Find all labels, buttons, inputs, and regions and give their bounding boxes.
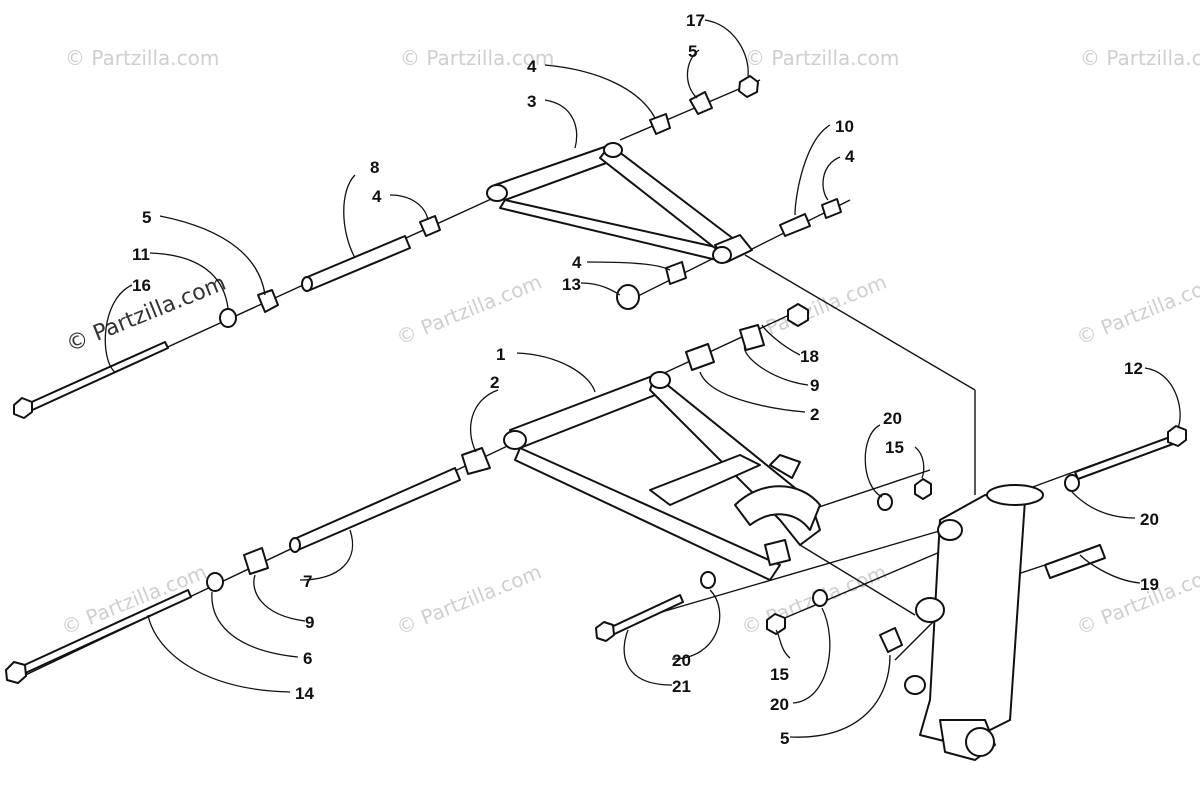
callout-5: 5 bbox=[142, 208, 151, 227]
washer-20-c bbox=[812, 589, 828, 607]
watermark: © Partzilla.com bbox=[1073, 270, 1200, 350]
bushing-4-b bbox=[649, 113, 671, 135]
callout-19: 19 bbox=[1140, 575, 1159, 594]
bolt-21 bbox=[604, 594, 684, 638]
pin-19 bbox=[1044, 544, 1106, 579]
callout-18: 18 bbox=[800, 347, 819, 366]
callout-15: 15 bbox=[885, 438, 904, 457]
callout-11: 11 bbox=[132, 245, 150, 264]
bushing-2-upper bbox=[685, 343, 715, 371]
bushing-4-a bbox=[419, 215, 441, 237]
callout-9: 9 bbox=[810, 376, 819, 395]
callout-9: 9 bbox=[305, 613, 314, 632]
washer-20-b bbox=[877, 493, 893, 511]
leader-lines bbox=[104, 19, 1181, 738]
callout-4: 4 bbox=[372, 187, 382, 206]
sleeve-10 bbox=[779, 213, 811, 237]
watermark: © Partzilla.com bbox=[65, 46, 219, 70]
callout-7: 7 bbox=[303, 572, 312, 591]
callout-14: 14 bbox=[295, 684, 314, 703]
callout-12: 12 bbox=[1124, 359, 1143, 378]
bushing-9-upper bbox=[739, 324, 765, 351]
lower-a-arm bbox=[503, 371, 821, 581]
callout-13: 13 bbox=[562, 275, 581, 294]
callouts: 1 2 2 3 4 4 4 4 5 5 5 6 7 8 9 9 10 11 12… bbox=[132, 11, 1159, 748]
callout-20: 20 bbox=[883, 409, 902, 428]
watermark: © Partzilla.com bbox=[400, 46, 554, 70]
callout-3: 3 bbox=[527, 92, 536, 111]
sleeve-7 bbox=[291, 467, 461, 551]
bolt-12 bbox=[1074, 436, 1174, 480]
callout-1: 1 bbox=[496, 345, 505, 364]
callout-16: 16 bbox=[132, 276, 151, 295]
bushing-9-lower bbox=[243, 547, 269, 575]
callout-4: 4 bbox=[527, 57, 537, 76]
callout-2: 2 bbox=[490, 373, 499, 392]
watermark: © Partzilla.com bbox=[393, 560, 545, 640]
watermark: © Partzilla.com bbox=[745, 46, 899, 70]
spindle-knuckle bbox=[904, 484, 1044, 761]
callout-8: 8 bbox=[370, 158, 379, 177]
callout-21: 21 bbox=[672, 677, 691, 696]
upper-a-arm bbox=[486, 142, 753, 264]
callout-20: 20 bbox=[770, 695, 789, 714]
washer-11 bbox=[219, 308, 237, 328]
watermark: © Partzilla.com bbox=[1080, 46, 1200, 70]
watermark: © Partzilla.com bbox=[1073, 560, 1200, 640]
watermarks: © Partzilla.com © Partzilla.com © Partzi… bbox=[58, 46, 1200, 640]
callout-6: 6 bbox=[303, 649, 312, 668]
callout-5: 5 bbox=[688, 42, 697, 61]
sleeve-8 bbox=[304, 235, 411, 291]
callout-15: 15 bbox=[770, 665, 789, 684]
bushing-5-top bbox=[689, 91, 713, 115]
callout-2: 2 bbox=[810, 405, 819, 424]
nut-15-b bbox=[766, 613, 786, 635]
bushing-4-c bbox=[821, 198, 842, 219]
callout-4: 4 bbox=[572, 253, 582, 272]
nut-15-a bbox=[914, 478, 932, 500]
long-bolt-16 bbox=[24, 341, 169, 413]
nut-13 bbox=[616, 284, 640, 310]
washer-6 bbox=[206, 572, 224, 592]
callout-5: 5 bbox=[780, 729, 789, 748]
bushing-4-d bbox=[665, 261, 687, 285]
callout-20: 20 bbox=[1140, 510, 1159, 529]
callout-4: 4 bbox=[845, 147, 855, 166]
washer-20-a bbox=[700, 571, 716, 589]
watermark: © Partzilla.com bbox=[393, 270, 545, 350]
bushing-5-upper bbox=[257, 289, 279, 313]
bushing-5-lower bbox=[879, 627, 903, 653]
callout-17: 17 bbox=[686, 11, 705, 30]
callout-20: 20 bbox=[672, 651, 691, 670]
washer-20-d bbox=[1064, 474, 1080, 492]
nut-18 bbox=[787, 303, 809, 327]
callout-10: 10 bbox=[835, 117, 854, 136]
nut-17 bbox=[738, 75, 759, 98]
hardware bbox=[5, 75, 1187, 684]
